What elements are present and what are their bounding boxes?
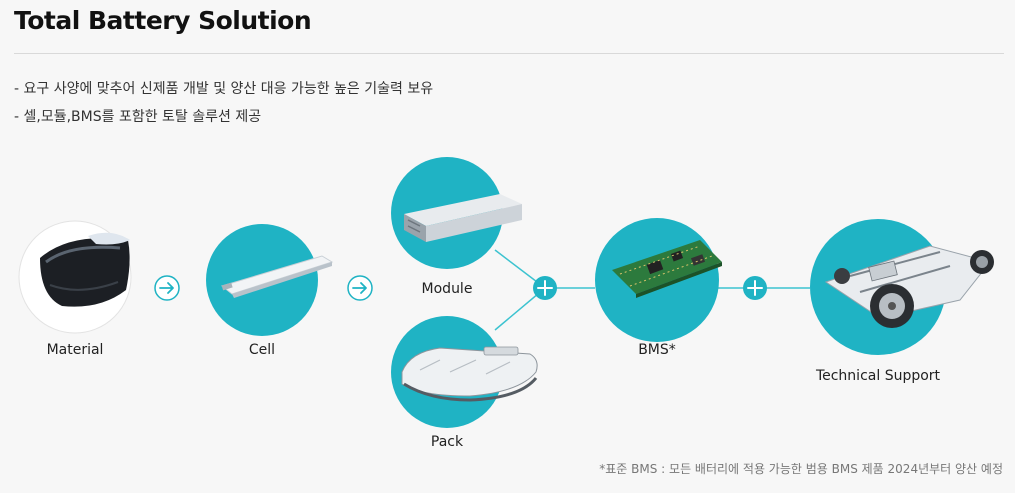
bullet-list: - 요구 사양에 맞추어 신제품 개발 및 양산 대응 가능한 높은 기술력 보… xyxy=(14,80,433,136)
technical-support-image xyxy=(810,219,994,355)
material-image xyxy=(18,220,132,334)
bullet-item: - 요구 사양에 맞추어 신제품 개발 및 양산 대응 가능한 높은 기술력 보… xyxy=(14,81,434,97)
footnote: *표준 BMS : 모든 배터리에 적용 가능한 범용 BMS 제품 2024년… xyxy=(599,462,1003,476)
arrow-right-icon xyxy=(347,275,373,301)
plus-icon xyxy=(533,276,557,300)
module-label: Module xyxy=(421,281,473,297)
page-title: Total Battery Solution xyxy=(14,6,312,35)
arrow-right-icon xyxy=(154,275,180,301)
pack-image xyxy=(391,316,538,428)
material-label: Material xyxy=(46,342,104,358)
divider xyxy=(14,53,1004,54)
pack-label: Pack xyxy=(430,434,464,450)
module-image xyxy=(391,157,522,269)
cell-image xyxy=(206,224,334,336)
plus-icon xyxy=(743,276,767,300)
technical-support-label: Technical Support xyxy=(815,368,941,384)
bms-label: BMS* xyxy=(638,342,676,358)
bullet-item: - 셀,모듈,BMS를 포함한 토탈 솔루션 제공 xyxy=(14,109,262,125)
cell-label: Cell xyxy=(248,342,276,358)
bms-image xyxy=(595,218,722,342)
